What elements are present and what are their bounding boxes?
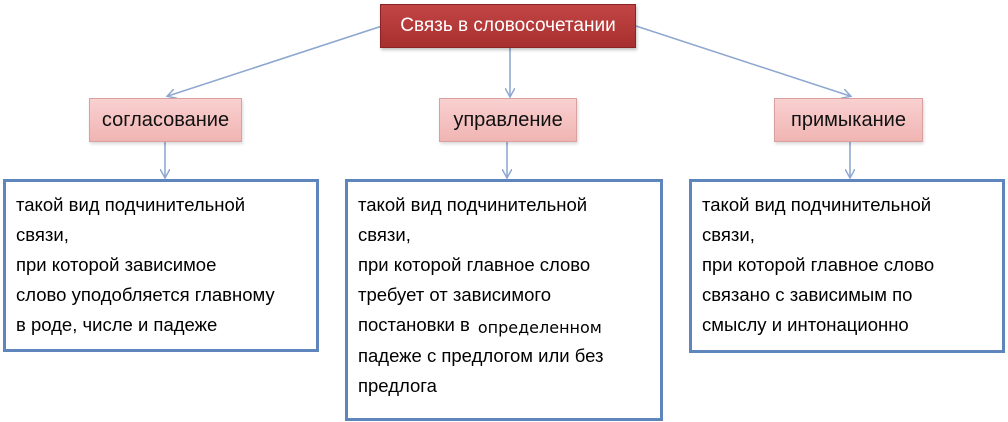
definition-line: такой вид подчинительной	[16, 194, 246, 215]
category-node-government: управление	[439, 98, 577, 142]
root-node: Связь в словосочетании	[380, 4, 636, 48]
definition-box-adjunction: такой вид подчинительной связи, при кото…	[689, 179, 1005, 353]
definition-line: при которой главное слово	[358, 254, 591, 275]
definition-line: при которой главное слово	[702, 254, 935, 275]
definition-line: слово уподобляется главному	[16, 284, 275, 305]
category-label-agreement: согласование	[101, 108, 230, 131]
category-label-government: управление	[453, 108, 563, 131]
arrow-root-to-adjunction	[635, 25, 850, 96]
definition-line: при которой зависимое	[16, 254, 217, 275]
category-label-adjunction: примыкание	[791, 108, 906, 131]
definition-line: в роде, числе и падеже	[16, 314, 218, 335]
definition-box-government: такой вид подчинительной связи, при кото…	[345, 179, 663, 421]
definition-line: связано с зависимым по	[702, 284, 913, 305]
arrow-root-to-agreement	[168, 25, 383, 96]
inline-addition: определенном	[477, 318, 602, 337]
definition-box-agreement: такой вид подчинительной связи, при кото…	[3, 179, 319, 352]
definition-line: такой вид подчинительной	[358, 194, 588, 215]
definition-line: такой вид подчинительной	[702, 194, 932, 215]
category-node-agreement: согласование	[89, 98, 242, 142]
definition-line: постановки в	[358, 314, 470, 335]
definition-line-with-addition: постановки в определенном	[358, 310, 650, 341]
definition-line: предлога	[358, 375, 437, 396]
category-node-adjunction: примыкание	[774, 98, 923, 142]
definition-line: падеже с предлогом или без	[358, 345, 604, 366]
definition-line: требует от зависимого	[358, 284, 552, 305]
definition-line: связи,	[16, 224, 69, 245]
definition-line: связи,	[358, 224, 411, 245]
definition-line: смыслу и интонационно	[702, 314, 909, 335]
definition-line: связи,	[702, 224, 755, 245]
root-node-label: Связь в словосочетании	[400, 15, 616, 36]
